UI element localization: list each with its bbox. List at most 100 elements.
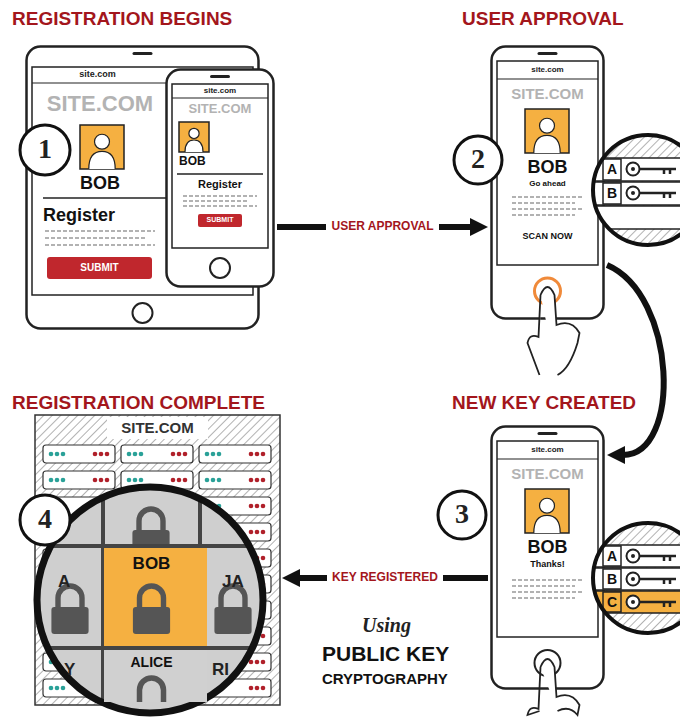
status-text: Go ahead [498, 179, 597, 188]
status-led [255, 530, 260, 535]
partial-name: A [58, 572, 78, 592]
status-led [93, 452, 98, 457]
status-led [255, 478, 260, 483]
connector-arrow [277, 218, 488, 236]
user-name: BOB [498, 157, 597, 178]
status-led [261, 530, 266, 535]
status-led [261, 686, 266, 691]
lock-shackle [139, 509, 163, 532]
connector-arrow [282, 569, 488, 587]
status-led [217, 452, 222, 457]
key-letter: B [604, 185, 620, 201]
device-body [492, 47, 604, 319]
text-scribble [183, 195, 257, 196]
status-led [183, 452, 188, 457]
avatar-icon [179, 122, 209, 152]
status-led [205, 452, 210, 457]
status-led [255, 686, 260, 691]
status-led [105, 478, 110, 483]
step-heading: NEW KEY CREATED [452, 392, 672, 414]
avatar-icon [525, 489, 569, 533]
edge-label: KEY REGISTERED [327, 570, 443, 586]
key-callout [590, 130, 680, 250]
key-letter: B [604, 571, 620, 587]
status-led [133, 452, 138, 457]
status-led [93, 478, 98, 483]
site-title: SITE.COM [173, 102, 267, 117]
phone-device: site.comSITE.COMBOBThanks! [490, 425, 605, 690]
caption-text: PUBLIC KEY [322, 642, 472, 666]
home-button [210, 258, 230, 278]
partial-name: JA [222, 572, 252, 592]
arrow-head [282, 569, 300, 587]
user-name: ALICE [104, 654, 199, 670]
status-led [61, 686, 66, 691]
status-led [249, 686, 254, 691]
user-name: BOB [498, 537, 597, 558]
key-callout [590, 518, 680, 638]
avatar-head [95, 134, 110, 149]
callout-circle [438, 491, 486, 539]
device-screen [497, 441, 598, 637]
status-led [261, 660, 266, 665]
avatar-body [89, 151, 115, 169]
button-text: SUBMIT [47, 262, 152, 274]
hand-finger [528, 659, 580, 715]
status-led [55, 452, 60, 457]
site-title: SITE.COM [107, 419, 208, 436]
action-text: SCAN NOW [498, 231, 597, 241]
form-heading: Register [173, 178, 267, 191]
device-body [167, 70, 274, 287]
status-led [61, 478, 66, 483]
status-led [261, 478, 266, 483]
magnifier-view [35, 475, 280, 721]
avatar-head [540, 498, 555, 513]
status-led [249, 478, 254, 483]
status-led [61, 452, 66, 457]
hand-finger [528, 287, 580, 375]
callout-number: 1 [20, 133, 70, 165]
key-letter: A [604, 161, 620, 177]
status-led [177, 452, 182, 457]
user-name: BOB [80, 173, 160, 194]
rack-header [107, 417, 208, 439]
key-cell: ALICE [104, 650, 207, 702]
phone-device-drawing [490, 425, 605, 690]
magnifier-ground [35, 475, 280, 721]
text-scribble [45, 237, 147, 238]
address-bar [172, 97, 268, 98]
rack-unit [121, 445, 193, 463]
url-text: site.com [35, 69, 160, 79]
status-led [261, 504, 266, 509]
arrow-head [470, 218, 488, 236]
status-led [55, 478, 60, 483]
text-scribble [512, 202, 575, 203]
site-title: SITE.COM [498, 465, 597, 482]
text-scribble [512, 208, 583, 209]
text-scribble [45, 230, 155, 231]
key-letter: A [604, 548, 620, 564]
callout-circle [20, 495, 70, 545]
status-led [217, 478, 222, 483]
user-name: BOB [104, 554, 199, 574]
submit-button [198, 214, 242, 227]
device-screen [497, 61, 598, 265]
key-cell: BOB [104, 548, 207, 646]
form-heading: Register [43, 205, 163, 226]
status-led [49, 452, 54, 457]
caption-text: CRYPTOGRAPHY [322, 670, 472, 687]
text-scribble [45, 244, 155, 245]
text-scribble [183, 205, 257, 206]
device-speaker [133, 52, 153, 55]
text-scribble [512, 196, 583, 197]
rack-unit [199, 471, 271, 489]
step-heading: REGISTRATION COMPLETE [12, 392, 302, 414]
status-led [171, 452, 176, 457]
button-text: SUBMIT [198, 216, 242, 224]
lock-body [214, 607, 251, 634]
connector-curve [607, 265, 664, 455]
text-scribble [512, 591, 583, 592]
status-led [211, 478, 216, 483]
phone-device: site.comSITE.COMBOBGo aheadSCAN NOW [490, 45, 605, 320]
callout-circle [20, 125, 70, 175]
